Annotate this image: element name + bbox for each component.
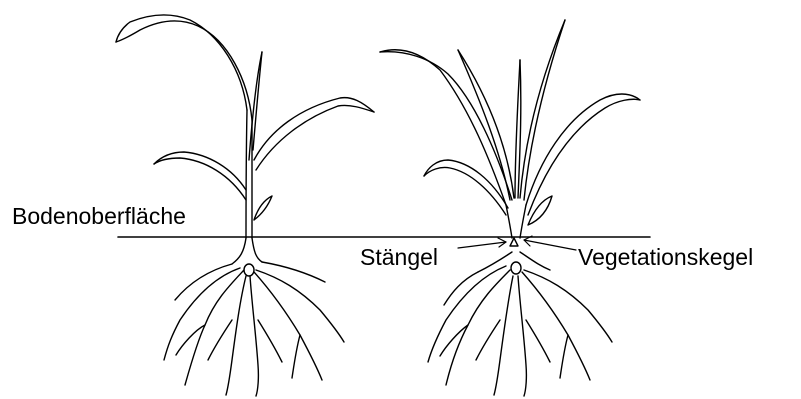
growing-point-pointer-line xyxy=(524,240,576,250)
right-plant xyxy=(380,20,640,396)
soil-surface-label: Bodenoberfläche xyxy=(12,205,186,228)
stem-label: Stängel xyxy=(360,246,438,269)
growing-point-label: Vegetationskegel xyxy=(578,246,753,269)
